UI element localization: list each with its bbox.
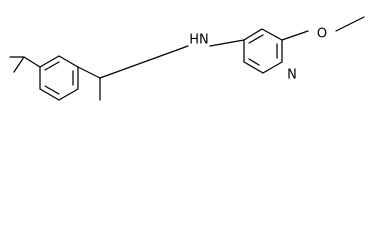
benzene-bond-5 <box>39 88 60 101</box>
amine-label: HN <box>189 33 209 48</box>
molecule-structure: HN N O <box>9 16 365 101</box>
benzene-double-bond-c <box>44 85 60 95</box>
benzene-double-bond-a <box>44 61 60 71</box>
isopropyl-group <box>9 56 41 73</box>
pyridine-to-oxygen-bond <box>281 30 309 41</box>
nh-to-pyridine-bond <box>209 39 245 47</box>
isopropyl-bond-to-ring <box>23 56 41 68</box>
pyridine-double-bond-a <box>248 34 264 44</box>
chiral-to-nh-bond <box>99 45 189 79</box>
pyridine-ring <box>243 28 283 74</box>
benzene-bond-1 <box>39 55 60 68</box>
isopropyl-bond-lower-methyl <box>13 56 25 73</box>
pyridine-double-bond-c <box>248 58 260 66</box>
benzene-to-chiral-bond <box>77 66 101 79</box>
pyridine-nitrogen-label: N <box>287 68 297 83</box>
benzene-ring <box>39 55 79 101</box>
pyridine-bond-5 <box>243 61 264 74</box>
benzene-bond-2 <box>58 55 79 68</box>
pyridine-bond-1 <box>243 28 263 41</box>
molecule-canvas: HN N O <box>0 0 387 111</box>
methoxy-group <box>281 16 365 41</box>
ether-oxygen-label: O <box>317 27 327 42</box>
benzene-bond-4 <box>58 88 79 101</box>
oxygen-to-methyl-bond <box>335 16 365 32</box>
ethyl-linker <box>77 45 189 101</box>
pyridine-bond-2 <box>261 28 283 41</box>
pyridine-bond-4 <box>262 61 283 74</box>
